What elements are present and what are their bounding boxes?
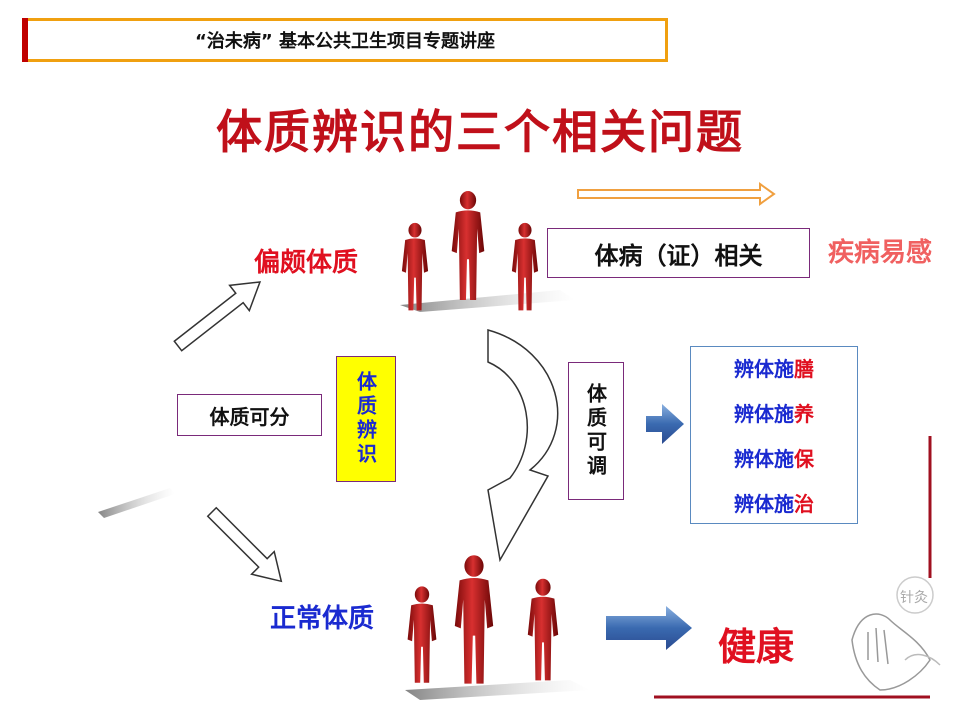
header-text: “治未病” 基本公共卫生项目专题讲座 bbox=[195, 31, 495, 52]
health-label: 健康 bbox=[718, 625, 795, 669]
page-title: 体质辨识的三个相关问题 bbox=[216, 105, 744, 159]
biased-constitution-label: 偏颇体质 bbox=[254, 248, 359, 278]
method-item: 辨体施养 bbox=[734, 402, 814, 426]
methods-box: 辨体施膳 辨体施养 辨体施保 辨体施治 bbox=[690, 346, 858, 524]
adjustable-label: 体质可调 bbox=[583, 383, 608, 479]
disease-related-box: 体病（证）相关 bbox=[547, 228, 810, 278]
header-accent-bar bbox=[22, 18, 28, 62]
susceptible-label: 疾病易感 bbox=[827, 238, 932, 268]
header-banner: “治未病” 基本公共卫生项目专题讲座 bbox=[22, 18, 668, 62]
diagonal-down-arrow-icon bbox=[206, 506, 283, 583]
diagonal-up-arrow-icon bbox=[173, 281, 262, 352]
disease-related-label: 体病（证）相关 bbox=[594, 241, 763, 270]
logo-text: 针灸 bbox=[900, 590, 928, 606]
divisible-label: 体质可分 bbox=[209, 404, 290, 429]
method-item: 辨体施保 bbox=[734, 447, 814, 471]
divisible-box: 体质可分 bbox=[177, 394, 322, 436]
identify-box: 体质辨识 bbox=[336, 356, 396, 482]
upper-people-icon bbox=[400, 191, 575, 312]
adjustable-box: 体质可调 bbox=[568, 362, 624, 500]
acupuncture-logo-icon: 针灸 bbox=[851, 576, 941, 691]
lower-people-icon bbox=[405, 555, 590, 700]
orange-arrow-icon bbox=[577, 182, 776, 206]
method-item: 辨体施膳 bbox=[734, 357, 814, 381]
curved-arrow-icon bbox=[487, 329, 559, 563]
normal-constitution-label: 正常体质 bbox=[270, 604, 375, 634]
method-item: 辨体施治 bbox=[734, 492, 814, 516]
identify-label: 体质辨识 bbox=[353, 371, 378, 467]
left-shadow-decor bbox=[98, 488, 175, 518]
blue-arrow-small-icon bbox=[646, 404, 684, 444]
blue-arrow-large-icon bbox=[606, 606, 692, 650]
